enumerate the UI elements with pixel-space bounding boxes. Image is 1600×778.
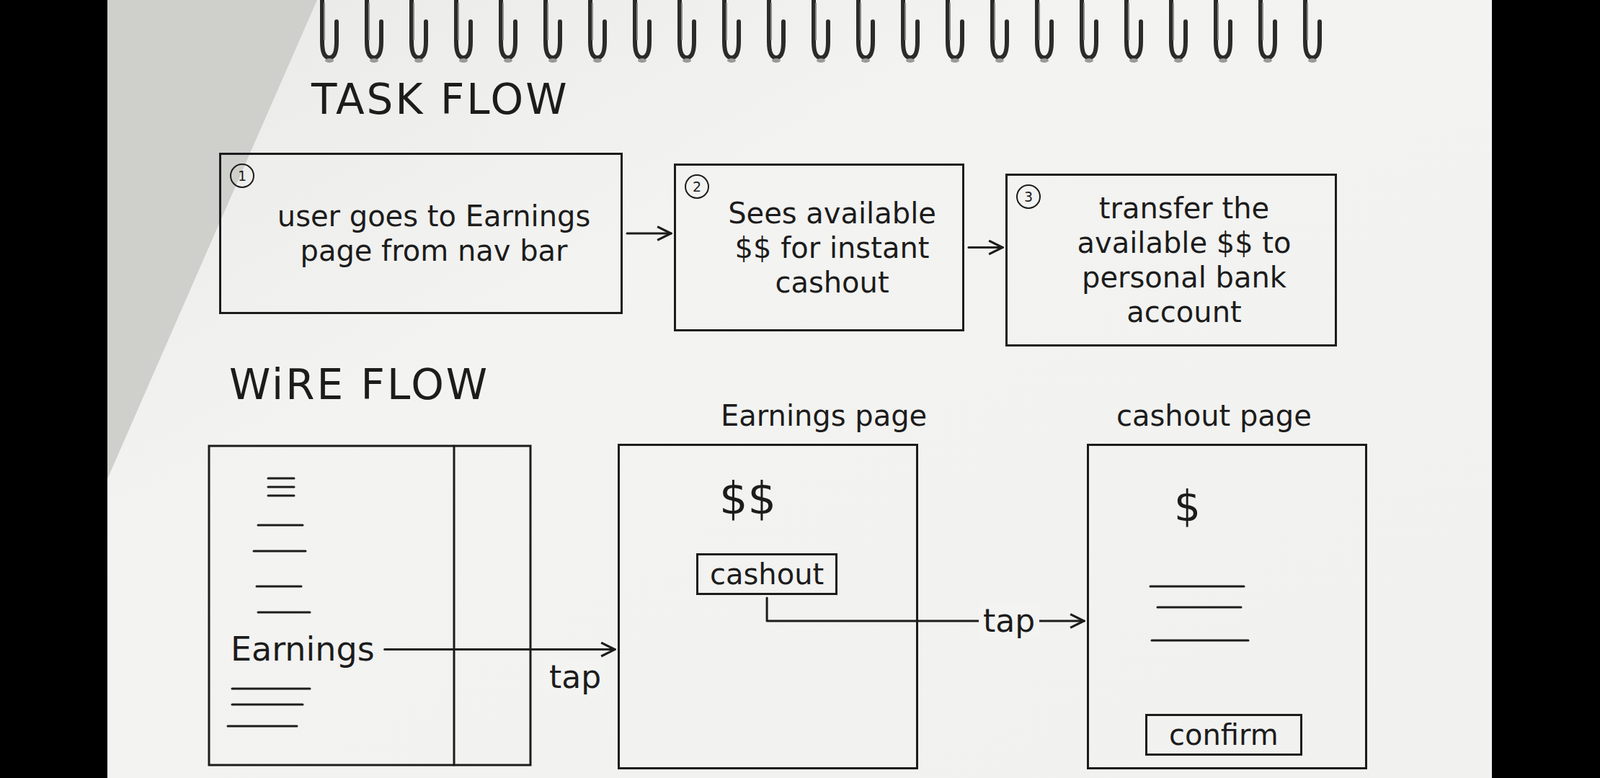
button-label: cashout: [709, 557, 824, 592]
menu-item-line: [227, 725, 297, 728]
flow-arrow: [968, 246, 1003, 249]
menu-item-line: [258, 524, 303, 527]
drawer-edge: [453, 446, 456, 766]
step-number: 2: [684, 174, 710, 199]
amount-text: $$: [719, 472, 777, 526]
menu-icon: [268, 495, 295, 498]
paper-sheet: [107, 0, 1492, 778]
edge-label: tap: [978, 603, 1040, 639]
menu-item-line: [232, 704, 303, 707]
menu-item-line: [258, 611, 310, 615]
step-text: Sees available $$ for instant cashout: [714, 196, 950, 300]
button-label: confirm: [1169, 717, 1279, 753]
menu-icon: [268, 477, 295, 480]
step-text: user goes to Earnings page from nav bar: [260, 198, 608, 269]
task-step-box: 3transfer the available $$ to personal b…: [1005, 173, 1337, 347]
detail-line: [1157, 606, 1242, 610]
step-number: 1: [229, 163, 255, 189]
flow-arrow: [384, 648, 615, 651]
screen-wireframe: cashout page$confirm: [1086, 443, 1368, 770]
flow-arrow: [627, 232, 671, 235]
detail-line: [1151, 640, 1249, 643]
step-number: 3: [1016, 184, 1041, 210]
section-heading: TASK FLOW: [311, 74, 570, 124]
nav-screen-sketch: [209, 446, 531, 766]
screen-title: Earnings page: [720, 398, 927, 434]
menu-item-line: [232, 688, 310, 691]
phone-screen: [209, 446, 531, 766]
task-step-box: 2Sees available $$ for instant cashout: [673, 163, 965, 332]
screen-wireframe: Earnings page$$cashout: [617, 443, 919, 770]
cashout-detail-lines: [1150, 586, 1249, 641]
nav-menu-item: Earnings: [229, 629, 377, 670]
task-step-box: 1user goes to Earnings page from nav bar: [219, 152, 623, 315]
edge-label: tap: [544, 660, 606, 695]
screen-title: cashout page: [1116, 398, 1312, 434]
table-background: [107, 0, 1492, 778]
button-sketch: cashout: [696, 553, 838, 596]
amount-text: $: [1174, 482, 1201, 533]
spiral-binding: [306, 0, 1330, 65]
detail-line: [1150, 585, 1244, 589]
menu-label: Earnings: [230, 629, 375, 670]
section-heading: WiRE FLOW: [229, 360, 490, 410]
menu-item-line: [253, 550, 306, 553]
menu-item-line: [256, 585, 302, 589]
button-sketch: confirm: [1145, 714, 1303, 757]
menu-icon: [268, 486, 295, 489]
step-text: transfer the available $$ to personal ba…: [1046, 190, 1322, 330]
